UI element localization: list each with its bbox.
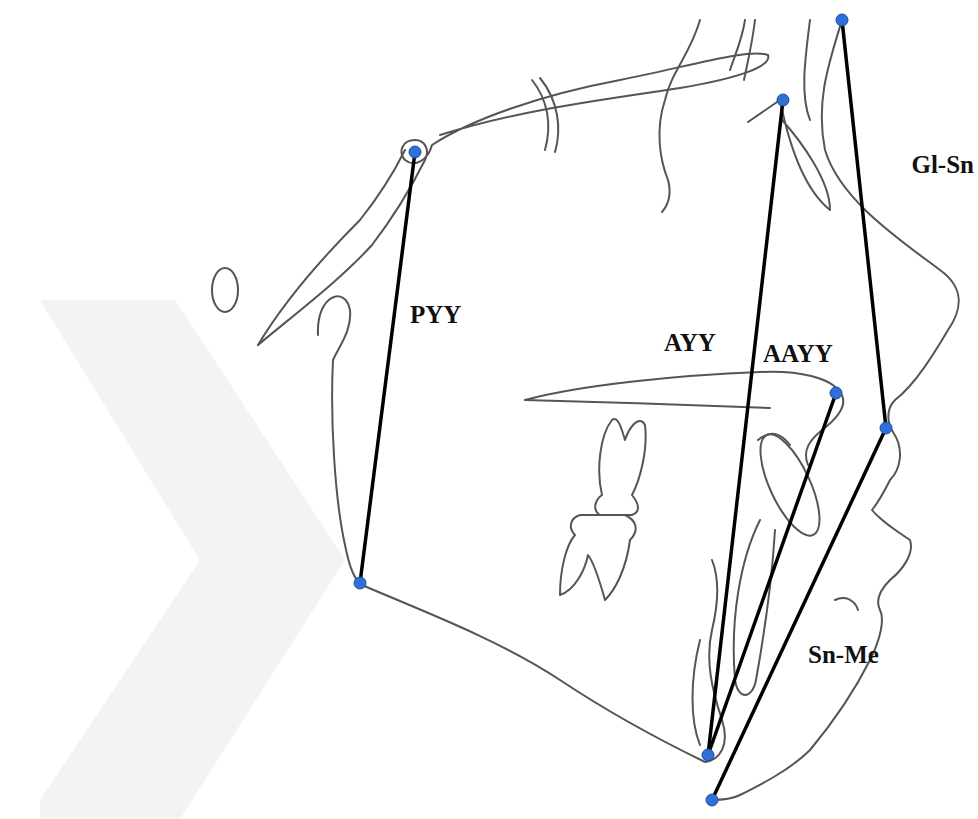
orbit-line <box>659 20 700 212</box>
landmark-dot <box>706 794 718 806</box>
orbit-line <box>540 78 558 152</box>
lip-line <box>835 598 858 610</box>
ear-rod <box>212 268 238 312</box>
measurement-line <box>360 152 415 583</box>
palate <box>525 372 843 465</box>
symphysis <box>693 640 701 745</box>
mandible <box>318 296 725 762</box>
measurement-line <box>712 428 886 800</box>
soft-tissue-line <box>804 20 810 120</box>
landmark-dot <box>354 577 366 589</box>
incisor-root <box>758 434 790 445</box>
landmark-dot <box>836 14 848 26</box>
watermark <box>40 300 345 560</box>
measurement-line <box>708 100 783 755</box>
landmark-dot <box>702 749 714 761</box>
palate <box>525 400 770 408</box>
landmark-dot <box>880 422 892 434</box>
nasal-bone <box>748 100 830 210</box>
measurement-label: AYY <box>664 330 716 355</box>
measurement-label: Sn-Me <box>808 642 879 667</box>
orbit-line <box>532 80 548 150</box>
upper-molar <box>595 419 645 515</box>
frontal-line <box>730 20 745 70</box>
cranial-base <box>258 150 405 345</box>
measurement-label: AAYY <box>763 341 833 366</box>
measurement-line <box>842 20 886 428</box>
watermark <box>60 560 345 819</box>
measurement-label: PYY <box>410 302 461 327</box>
landmark-dot <box>830 387 842 399</box>
landmark-dot <box>409 146 421 158</box>
watermark <box>40 300 345 819</box>
landmark-dot <box>777 94 789 106</box>
cranial-base <box>258 53 768 345</box>
measurement-label: Gl-Sn <box>911 152 974 177</box>
frontal-line <box>744 20 755 80</box>
lower-molar <box>560 515 636 600</box>
